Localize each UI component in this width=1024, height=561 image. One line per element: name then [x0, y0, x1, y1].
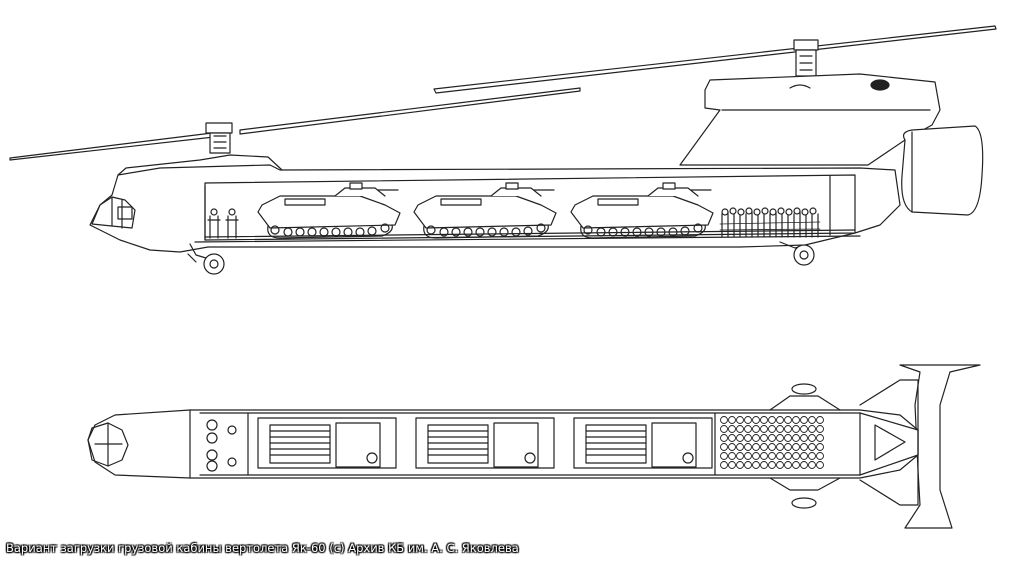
vehicle-top-3 — [573, 417, 713, 469]
tail-stabilizer — [899, 364, 981, 529]
armored-vehicle-1 — [257, 182, 401, 239]
landing-gear-top — [769, 383, 841, 509]
rear-engine-nacelle — [901, 125, 984, 216]
troops-group-top — [720, 416, 824, 469]
rear-landing-gear — [779, 241, 815, 266]
vehicle-top-1 — [257, 417, 397, 469]
rear-rotor-hub — [793, 39, 819, 77]
crew-figures — [207, 208, 239, 239]
crew-top — [206, 419, 237, 472]
vehicle-top-2 — [415, 417, 555, 469]
armored-vehicle-2 — [413, 182, 557, 239]
top-view — [87, 364, 981, 529]
front-rotor-hub — [205, 122, 233, 154]
side-view — [9, 25, 997, 275]
troops-group-side — [719, 207, 821, 238]
front-landing-gear — [187, 243, 225, 275]
figure-caption: Вариант загрузки грузовой кабины вертоле… — [6, 541, 519, 555]
front-rotor-blade — [9, 87, 581, 161]
armored-vehicle-3 — [570, 182, 714, 239]
